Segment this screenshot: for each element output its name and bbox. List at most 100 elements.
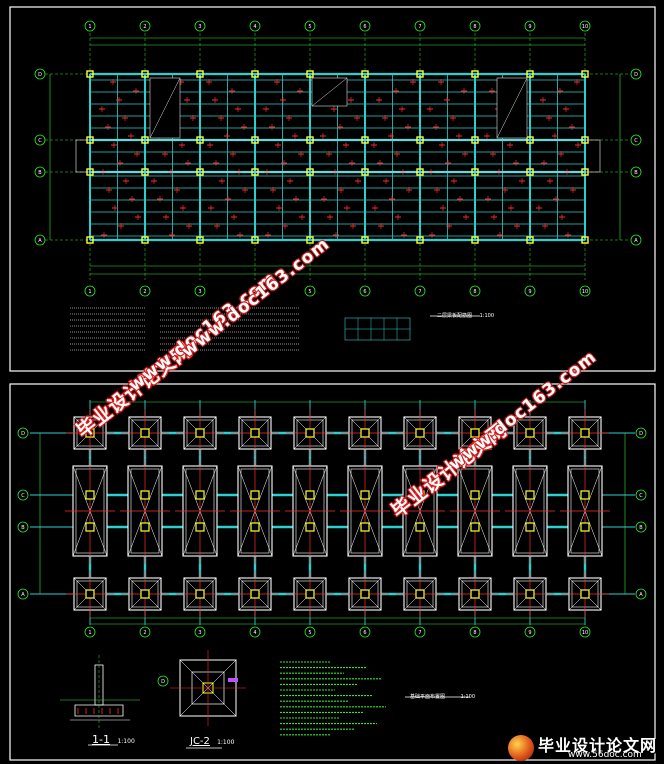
plan1-axis-bottom-4-circle bbox=[304, 285, 316, 297]
plan2-column bbox=[195, 428, 205, 438]
site-logo[interactable]: 毕业设计论文网 www.56doc.com bbox=[508, 732, 664, 764]
plan2-column bbox=[470, 522, 480, 532]
plan2-axis-left-1-circle bbox=[17, 489, 29, 501]
plan1-axis-bottom-7-circle bbox=[469, 285, 481, 297]
plan2-axis-bottom-9-label: 10 bbox=[582, 630, 588, 636]
logo-text: 毕业设计论文网 bbox=[538, 736, 658, 755]
jc-marker bbox=[228, 678, 238, 682]
section-label-text: 1-1 bbox=[92, 733, 110, 746]
plan1-axis-top-8-label: 9 bbox=[528, 24, 531, 30]
plan2-column bbox=[195, 589, 205, 599]
plan2-axis-right-2-circle bbox=[635, 521, 647, 533]
plan2-axis-left-1-label: C bbox=[21, 493, 25, 499]
plan1-axis-left-1-circle bbox=[34, 134, 46, 146]
plan2-column bbox=[195, 490, 205, 500]
plan1-axis-top-6-circle bbox=[414, 20, 426, 32]
plan1-axis-top-9-circle bbox=[579, 20, 591, 32]
plan2-column bbox=[140, 522, 150, 532]
plan2-axis-left-2-label: B bbox=[21, 525, 25, 531]
plan2-axis-bottom-5-label: 6 bbox=[363, 630, 366, 636]
plan2-axis-bottom-1-circle bbox=[139, 626, 151, 638]
sheet-frame-top bbox=[9, 6, 656, 372]
plan2-column bbox=[580, 589, 590, 599]
plan1-axis-right-0-circle bbox=[630, 68, 642, 80]
plan1-axis-bottom-2-circle bbox=[194, 285, 206, 297]
plan1-axis-top-3-label: 4 bbox=[253, 24, 256, 30]
plan1-column bbox=[86, 70, 94, 78]
jc-scale: 1:100 bbox=[217, 739, 235, 746]
plan2-title-text: 基础平面布置图 bbox=[410, 694, 446, 700]
plan2-column bbox=[140, 428, 150, 438]
plan1-opening-diag bbox=[311, 77, 348, 107]
plan1-column bbox=[526, 236, 534, 244]
plan1-axis-bottom-0-label: 1 bbox=[88, 289, 91, 295]
plan2-axis-bottom-4-circle bbox=[304, 626, 316, 638]
plan1-axis-left-3-label: A bbox=[38, 238, 42, 244]
plan2-axis-bottom-5-circle bbox=[359, 626, 371, 638]
plan2-axis-right-1-label: C bbox=[639, 493, 643, 499]
plan2-axis-right-0-circle bbox=[635, 427, 647, 439]
plan1-axis-right-3-label: A bbox=[634, 238, 638, 244]
plan2-column bbox=[250, 589, 260, 599]
plan1-axis-left-1-label: C bbox=[38, 138, 42, 144]
plan2-column bbox=[525, 522, 535, 532]
plan1-axis-top-0-circle bbox=[84, 20, 96, 32]
plan2-axis-bottom-9-circle bbox=[579, 626, 591, 638]
plan1-column bbox=[196, 236, 204, 244]
plan2-axis-bottom-0-label: 1 bbox=[88, 630, 91, 636]
plan2-axis-bottom-3-label: 4 bbox=[253, 630, 256, 636]
plan2-column bbox=[305, 490, 315, 500]
plan2-axis-left-3-circle bbox=[17, 588, 29, 600]
plan2-column bbox=[250, 490, 260, 500]
plan2-column bbox=[525, 490, 535, 500]
plan2-column bbox=[250, 428, 260, 438]
plan2-column bbox=[85, 490, 95, 500]
plan2-axis-bottom-6-circle bbox=[414, 626, 426, 638]
plan2-axis-bottom-7-circle bbox=[469, 626, 481, 638]
plan1-axis-top-9-label: 10 bbox=[582, 24, 588, 30]
plan1-axis-right-3-circle bbox=[630, 234, 642, 246]
plan1-axis-left-3-circle bbox=[34, 234, 46, 246]
plan2-axis-bottom-3-circle bbox=[249, 626, 261, 638]
plan1-scale: 1:100 bbox=[479, 313, 495, 319]
plan2-column bbox=[305, 589, 315, 599]
plan2-axis-bottom-8-circle bbox=[524, 626, 536, 638]
plan2-axis-right-3-circle bbox=[635, 588, 647, 600]
plan1-opening-diag bbox=[149, 77, 181, 139]
plan1-column bbox=[361, 70, 369, 78]
detail-drawings: D bbox=[60, 650, 470, 749]
plan2-column bbox=[470, 428, 480, 438]
section-footing bbox=[74, 704, 124, 717]
plan2-axis-right-3-label: A bbox=[639, 592, 643, 598]
plan1-axis-top-0-label: 1 bbox=[88, 24, 91, 30]
plan2-axis-right-1-circle bbox=[635, 489, 647, 501]
plan1-axis-left-0-circle bbox=[34, 68, 46, 80]
plan1-axis-top-7-label: 8 bbox=[473, 24, 476, 30]
plan1-column bbox=[526, 70, 534, 78]
plan1-axis-bottom-9-label: 10 bbox=[582, 289, 588, 295]
plan1-axis-right-0-label: D bbox=[634, 72, 638, 78]
plan1-column bbox=[251, 70, 259, 78]
plan2-column bbox=[85, 522, 95, 532]
plan1-column bbox=[141, 70, 149, 78]
plan2-column bbox=[580, 522, 590, 532]
plan2-column bbox=[415, 522, 425, 532]
section-scale: 1:100 bbox=[117, 738, 135, 745]
plan2-column bbox=[250, 522, 260, 532]
plan2-scale: 1:100 bbox=[460, 694, 476, 700]
plan2-column bbox=[360, 428, 370, 438]
plan2-column bbox=[580, 490, 590, 500]
plan1-axis-top-1-circle bbox=[139, 20, 151, 32]
plan1-axis-bottom-2-label: 3 bbox=[198, 289, 201, 295]
plan1-title: 二层梁板配筋图 1:100 bbox=[437, 312, 494, 319]
plan2-column bbox=[140, 490, 150, 500]
plan2-axis-bottom-8-label: 9 bbox=[528, 630, 531, 636]
plan1-axis-top-7-circle bbox=[469, 20, 481, 32]
plan1-title-text: 二层梁板配筋图 bbox=[437, 313, 473, 319]
plan2-column bbox=[415, 589, 425, 599]
plan2-axis-bottom-0-circle bbox=[84, 626, 96, 638]
plan2-axis-bottom-6-label: 7 bbox=[418, 630, 421, 636]
plan1-axis-bottom-9-circle bbox=[579, 285, 591, 297]
